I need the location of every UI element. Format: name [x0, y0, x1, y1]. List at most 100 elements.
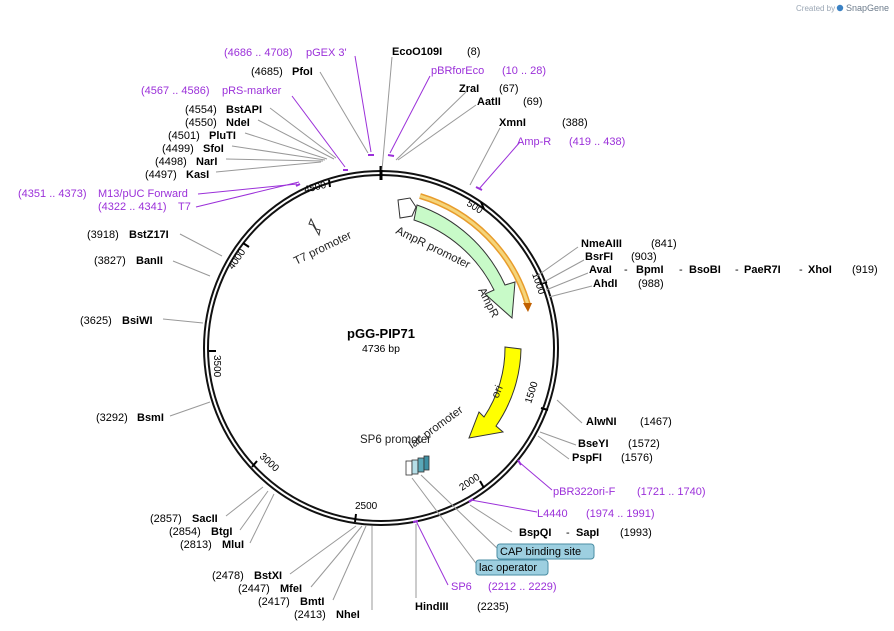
enzyme-pos-bsrfi: (903): [631, 251, 657, 263]
enzyme-bsmi[interactable]: (3292) BsmI: [96, 412, 164, 424]
enzyme-btgi[interactable]: (2854) BtgI: [169, 526, 232, 538]
leader-bspqi: [469, 504, 513, 533]
enzyme-aatii[interactable]: AatII (69): [477, 96, 543, 108]
enzyme-pos-ecoo109i: (8): [467, 46, 480, 58]
enzyme-nhei[interactable]: (2413) NheI: [294, 609, 360, 621]
leader-bstxi: [289, 525, 357, 575]
enzyme-bmti[interactable]: (2417) BmtI: [258, 596, 324, 608]
primer-pbrforeco[interactable]: pBRforEco (10 .. 28): [431, 65, 546, 77]
enzyme-sep-bspqi: -: [566, 527, 570, 539]
tick-label-3500: 3500: [211, 355, 222, 378]
primer-m13puc[interactable]: (4351 .. 4373) M13/pUC Forward: [18, 188, 188, 200]
primer-range-t7: (4322 .. 4341): [98, 201, 167, 213]
enzyme-sacii[interactable]: (2857) SacII: [150, 513, 218, 525]
enzyme-mfei[interactable]: (2447) MfeI: [238, 583, 302, 595]
enzyme-bsiwi[interactable]: (3625) BsiWI: [80, 315, 153, 327]
primer-markers: [295, 154, 522, 523]
snapgene-logo: SnapGene: [836, 3, 889, 13]
enzyme-pfoi[interactable]: (4685) PfoI: [251, 66, 313, 78]
enzyme-pos-bstapi: (4554): [185, 104, 217, 116]
enzyme-ecoo109i[interactable]: EcoO109I (8): [392, 46, 480, 58]
t7-promoter-label: T7 promoter: [292, 229, 354, 267]
enzyme-bspqi[interactable]: BspQI - SapI (1993): [519, 527, 652, 539]
primer-amp-r[interactable]: Amp-R (419 .. 438): [517, 136, 625, 148]
t7-promoter-arrow[interactable]: [308, 217, 321, 237]
tick-4500: 4500: [303, 180, 331, 196]
enzyme-pos-aatii: (69): [523, 96, 543, 108]
enzyme-pspfi[interactable]: PspFI (1576): [572, 452, 653, 464]
enzyme-sep-avai-2: -: [679, 264, 683, 276]
primer-name-amp-r: Amp-R: [517, 136, 551, 148]
primer-l4440[interactable]: L4440 (1974 .. 1991): [537, 508, 655, 520]
primer-sp6[interactable]: SP6 (2212 .. 2229): [451, 581, 557, 593]
plasmid-name: pGG-PIP71: [347, 326, 415, 341]
enzyme-zrai[interactable]: ZraI (67): [459, 83, 519, 95]
leader-lines: [162, 56, 593, 610]
ori-label: ori: [490, 384, 506, 400]
leader-bsmi: [169, 401, 211, 417]
primer-t7[interactable]: (4322 .. 4341) T7: [98, 201, 191, 213]
enzyme-sfoi[interactable]: (4499) SfoI: [162, 143, 224, 155]
enzyme-name-banii: BanII: [136, 255, 163, 267]
primer-range-pbr322ori: (1721 .. 1740): [637, 486, 706, 498]
enzyme-bstz17i[interactable]: (3918) BstZ17I: [87, 229, 169, 241]
enzyme-pos-bsmi: (3292): [96, 412, 128, 424]
lac-operator-label: lac operator: [479, 562, 537, 574]
leader-pbr322ori: [518, 461, 553, 491]
enzyme-name-ecoo109i: EcoO109I: [392, 46, 442, 58]
enzyme-name-bsobi: BsoBI: [689, 264, 721, 276]
enzyme-pos-nhei: (2413): [294, 609, 326, 621]
enzyme-pos-ndei: (4550): [185, 117, 217, 129]
enzyme-bstapi[interactable]: (4554) BstAPI: [185, 104, 262, 116]
sp6-promoter-box[interactable]: [405, 460, 413, 476]
ampr-promoter-arrow[interactable]: [397, 197, 417, 219]
cap-site-box[interactable]: [417, 457, 425, 473]
enzyme-name-nari: NarI: [196, 156, 217, 168]
enzyme-hindiii[interactable]: HindIII (2235): [415, 601, 509, 613]
enzyme-ndei[interactable]: (4550) NdeI: [185, 117, 250, 129]
leader-pfoi: [319, 71, 369, 154]
enzyme-pos-hindiii: (2235): [477, 601, 509, 613]
enzyme-pluti[interactable]: (4501) PluTI: [168, 130, 236, 142]
primer-pgex3[interactable]: (4686 .. 4708) pGEX 3': [224, 47, 347, 59]
enzyme-nmeaiii[interactable]: NmeAIII (841): [581, 238, 677, 250]
enzyme-mlui[interactable]: (2813) MluI: [180, 539, 244, 551]
enzyme-bseyi[interactable]: BseYI (1572): [578, 438, 660, 450]
enzyme-bsrfi[interactable]: BsrFI (903): [585, 251, 657, 263]
ampr-feature-arrow[interactable]: [413, 204, 516, 320]
ampr-orange-arrowhead: [523, 303, 532, 312]
enzyme-avai[interactable]: AvaI - BpmI - BsoBI - PaeR7I - XhoI (919…: [589, 264, 878, 276]
lac-feature-cluster[interactable]: [405, 455, 430, 476]
enzyme-alwni[interactable]: AlwNI (1467): [586, 416, 672, 428]
snapgene-logo-icon: [836, 4, 844, 12]
lac-operator-box[interactable]: [411, 459, 419, 475]
enzyme-name-avai: AvaI: [589, 264, 612, 276]
primer-pbr322ori[interactable]: pBR322ori-F (1721 .. 1740): [553, 486, 706, 498]
cap-binding-site-bubble[interactable]: CAP binding site: [496, 543, 595, 560]
enzyme-name-sapi: SapI: [576, 527, 599, 539]
enzyme-bstxi[interactable]: (2478) BstXI: [212, 570, 282, 582]
enzyme-pos-btgi: (2854): [169, 526, 201, 538]
leader-kasi: [215, 161, 322, 173]
enzyme-xmni[interactable]: XmnI (388): [499, 117, 588, 129]
enzyme-banii[interactable]: (3827) BanII: [94, 255, 163, 267]
enzyme-name-zrai: ZraI: [459, 83, 479, 95]
primer-name-pbr322ori: pBR322ori-F: [553, 486, 616, 498]
primer-prsmarker[interactable]: (4567 .. 4586) pRS-marker: [141, 85, 282, 97]
ori-feature-arrow[interactable]: [468, 346, 522, 439]
enzyme-name-bstapi: BstAPI: [226, 104, 262, 116]
credit-created-by: Created by: [796, 4, 835, 13]
leader-sacii: [225, 486, 264, 517]
lac-promoter-box[interactable]: [423, 455, 430, 471]
leader-sp6: [415, 520, 449, 586]
enzyme-pos-pspfi: (1576): [621, 452, 653, 464]
primer-name-m13puc: M13/pUC Forward: [98, 188, 188, 200]
enzyme-kasi[interactable]: (4497) KasI: [145, 169, 209, 181]
enzyme-nari[interactable]: (4498) NarI: [155, 156, 217, 168]
enzyme-ahdi[interactable]: AhdI (988): [593, 278, 664, 290]
leader-bseyi: [539, 431, 577, 446]
leader-sfoi: [231, 145, 326, 161]
lac-operator-bubble[interactable]: lac operator: [475, 559, 549, 576]
cap-binding-site-label: CAP binding site: [500, 546, 581, 558]
